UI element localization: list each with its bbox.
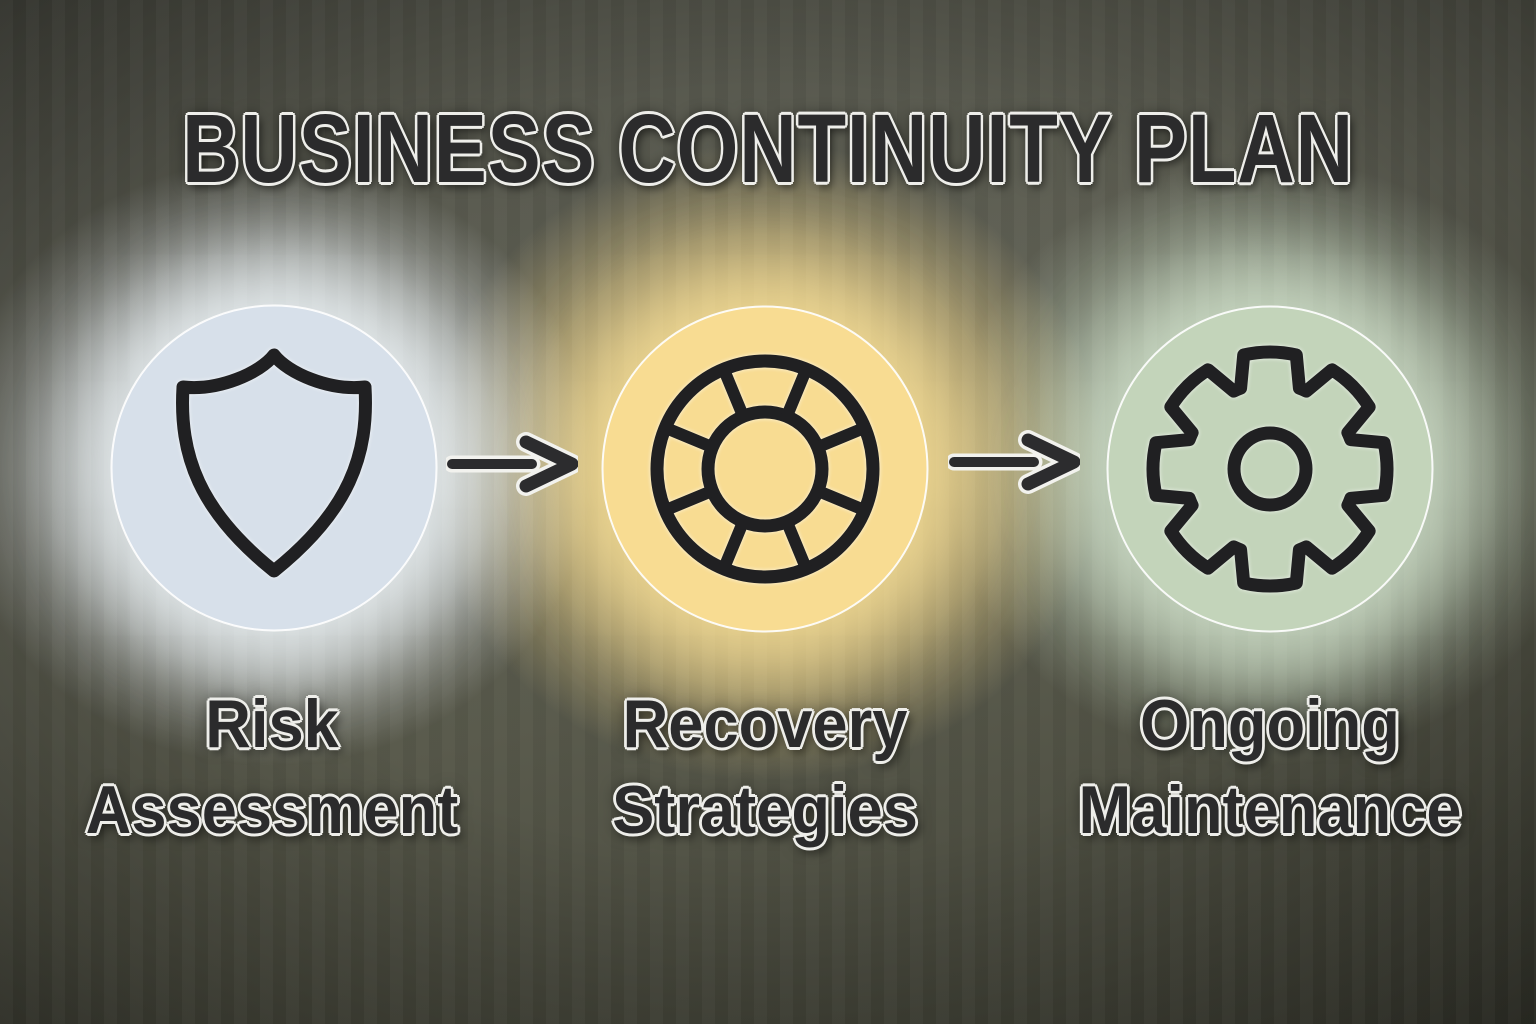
step-badge-recovery-strategies [601, 305, 929, 633]
step-label-line: Maintenance [1078, 772, 1462, 848]
step-label-line: Assessment [85, 772, 459, 848]
step-circle [601, 305, 929, 633]
step-badge-ongoing-maintenance [1106, 305, 1434, 633]
step-label-line: Risk [205, 686, 339, 762]
page-title: BUSINESS CONTINUITY PLAN [182, 94, 1354, 203]
step-label-risk-assessment: Risk Assessment [30, 681, 514, 853]
step-badge-risk-assessment [110, 304, 438, 632]
flow-arrow-2 [948, 430, 1080, 494]
step-label-line: Strategies [612, 772, 918, 848]
gear-icon [1146, 345, 1394, 593]
shield-icon [176, 348, 372, 578]
step-label-recovery-strategies: Recovery Strategies [523, 681, 1007, 853]
lifebuoy-icon [650, 354, 880, 584]
step-label-line: Recovery [622, 686, 908, 762]
step-label-ongoing-maintenance: Ongoing Maintenance [1028, 681, 1512, 853]
flow-arrow-1 [446, 432, 578, 496]
step-label-line: Ongoing [1140, 686, 1400, 762]
